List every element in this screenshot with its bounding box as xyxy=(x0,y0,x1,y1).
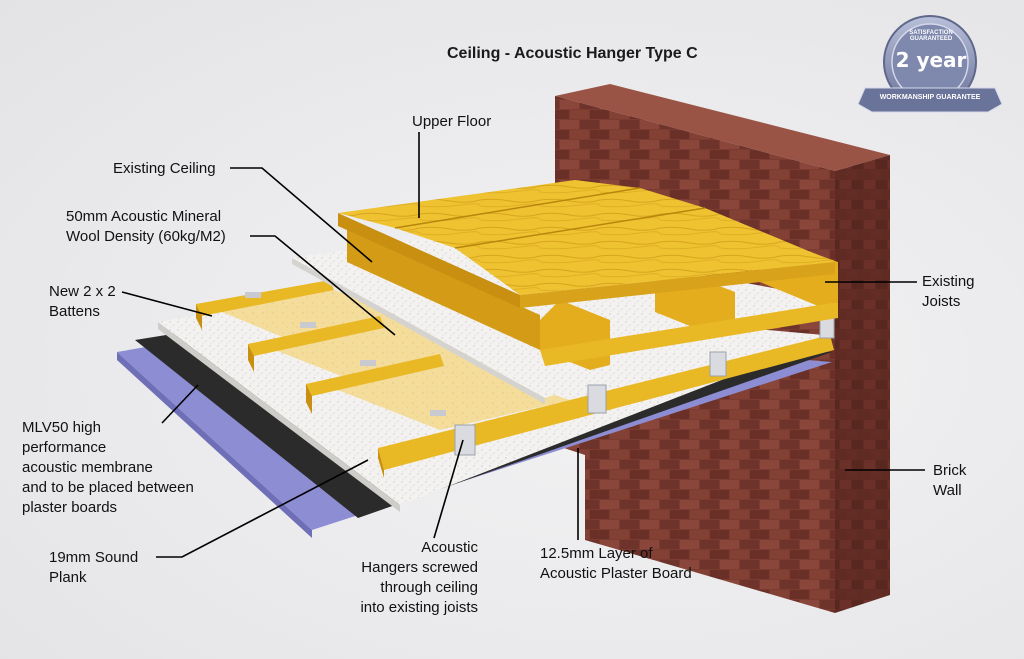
label-membrane: MLV50 high performance acoustic membrane… xyxy=(22,419,194,516)
label-existing-joists: Existing Joists xyxy=(922,273,975,310)
label-plaster-board: 12.5mm Layer of Acoustic Plaster Board xyxy=(540,545,692,582)
leader-lines xyxy=(121,132,925,558)
label-existing-ceiling: Existing Ceiling xyxy=(113,160,216,177)
upper-floor xyxy=(338,180,835,308)
label-hangers: Acoustic Hangers screwed through ceiling… xyxy=(360,539,478,616)
page-title: Ceiling - Acoustic Hanger Type C xyxy=(447,45,698,62)
label-battens: New 2 x 2 Battens xyxy=(49,283,116,320)
acoustic-hangers xyxy=(245,292,835,456)
badge-main-text: 2 year xyxy=(895,48,967,72)
label-upper-floor: Upper Floor xyxy=(412,113,492,130)
guarantee-badge xyxy=(857,15,1003,113)
badge-ribbon-text: WORKMANSHIP GUARANTEE xyxy=(879,94,981,101)
label-brick-wall: Brick Wall xyxy=(933,462,967,499)
badge-top-text: SATISFACTION GUARANTEED xyxy=(909,30,953,42)
label-mineral-wool: 50mm Acoustic Mineral Wool Density (60kg… xyxy=(66,208,226,245)
existing-joists xyxy=(347,228,838,370)
label-sound-plank: 19mm Sound Plank xyxy=(49,549,139,586)
